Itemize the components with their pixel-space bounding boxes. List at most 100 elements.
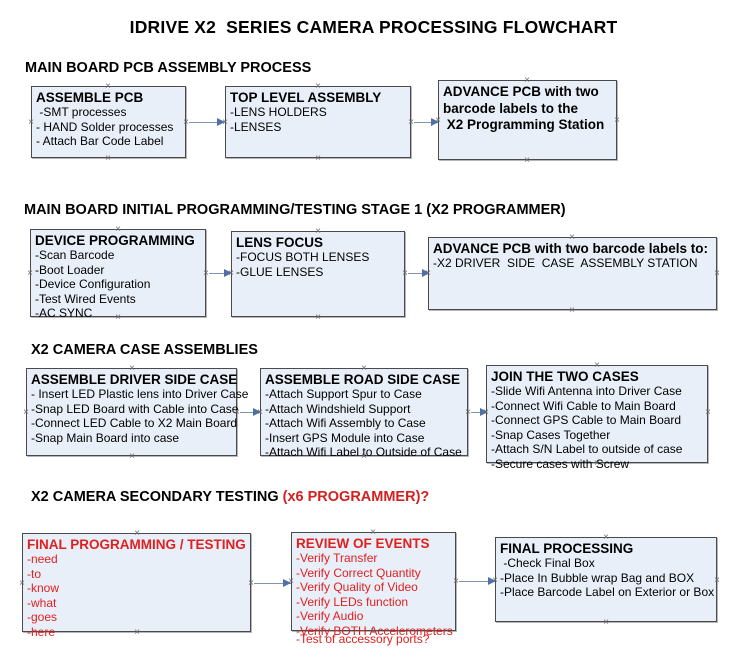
box-assemble-driver-side-case-title: ASSEMBLE DRIVER SIDE CASE bbox=[31, 372, 238, 387]
handle-top-level-assembly-left[interactable] bbox=[221, 118, 230, 127]
box-final-programming-testing[interactable]: FINAL PROGRAMMING / TESTING -need -to -k… bbox=[22, 533, 251, 639]
handle-assemble-road-side-case-bottom[interactable] bbox=[360, 452, 369, 461]
connector-device-programming-to-lens-focus bbox=[209, 273, 230, 274]
box-final-programming-testing-line-2: -to bbox=[27, 566, 42, 581]
handle-final-programming-testing-top[interactable] bbox=[133, 529, 142, 538]
handle-lens-focus-bottom[interactable] bbox=[314, 313, 323, 322]
box-advance-pcb-programming-station[interactable]: ADVANCE PCB with two barcode labels to t… bbox=[438, 80, 617, 160]
handle-assemble-pcb-bottom[interactable] bbox=[104, 154, 113, 163]
handle-final-processing-bottom[interactable] bbox=[602, 618, 611, 627]
box-assemble-driver-side-case-line-4: -Snap Main Board into case bbox=[31, 430, 180, 445]
box-assemble-driver-side-case-line-1: - Insert LED Plastic lens into Driver Ca… bbox=[31, 387, 249, 401]
handle-join-the-two-cases-right[interactable] bbox=[704, 408, 713, 417]
box-review-of-events-line-5: -Verify Audio bbox=[296, 609, 364, 623]
connector-final-programming-to-review-of-events bbox=[254, 583, 291, 584]
handle-advance-pcb-programming-station-left[interactable] bbox=[434, 116, 443, 125]
box-assemble-road-side-case-line-4: -Insert GPS Module into Case bbox=[265, 430, 425, 445]
connector-top-level-to-advance-pcb bbox=[414, 122, 438, 123]
box-assemble-pcb-line-3: - Attach Bar Code Label bbox=[36, 134, 164, 148]
handle-assemble-road-side-case-top[interactable] bbox=[360, 364, 369, 373]
box-assemble-pcb-line-1: -SMT processes bbox=[36, 105, 127, 119]
handle-advance-pcb-driver-side-right[interactable] bbox=[713, 269, 722, 278]
handle-assemble-road-side-case-left[interactable] bbox=[256, 408, 265, 417]
handle-advance-pcb-programming-station-top[interactable] bbox=[523, 76, 532, 85]
box-review-of-events-line-1: -Verify Transfer bbox=[296, 551, 378, 565]
section-heading-main-board-pcb-assembly: MAIN BOARD PCB ASSEMBLY PROCESS bbox=[25, 60, 312, 76]
box-assemble-driver-side-case[interactable]: ASSEMBLE DRIVER SIDE CASE - Insert LED P… bbox=[26, 368, 249, 456]
box-review-of-events[interactable]: REVIEW OF EVENTS -Verify Transfer -Verif… bbox=[291, 532, 456, 646]
handle-join-the-two-cases-bottom[interactable] bbox=[593, 459, 602, 468]
box-device-programming-line-5: -AC SYNC bbox=[35, 306, 93, 320]
handle-top-level-assembly-top[interactable] bbox=[314, 82, 323, 91]
section-heading-x2-camera-case-assemblies: X2 CAMERA CASE ASSEMBLIES bbox=[31, 342, 258, 358]
section-heading-x2-camera-secondary-testing-main: X2 CAMERA SECONDARY TESTING bbox=[31, 489, 283, 505]
handle-advance-pcb-programming-station-right[interactable] bbox=[613, 116, 622, 125]
box-review-of-events-line-4: -Verify LEDs function bbox=[296, 594, 409, 609]
box-device-programming-line-1: -Scan Barcode bbox=[35, 248, 115, 262]
handle-join-the-two-cases-top[interactable] bbox=[593, 361, 602, 370]
box-join-the-two-cases-title: JOIN THE TWO CASES bbox=[491, 369, 639, 384]
handle-final-processing-top[interactable] bbox=[602, 533, 611, 542]
box-assemble-road-side-case-line-3: -Attach Wifi Assembly to Case bbox=[265, 416, 426, 430]
handle-advance-pcb-driver-side-bottom[interactable] bbox=[568, 306, 577, 315]
handle-join-the-two-cases-left[interactable] bbox=[482, 408, 491, 417]
section-heading-x2-camera-secondary-testing-accent: (x6 PROGRAMMER)? bbox=[282, 489, 430, 505]
box-assemble-road-side-case-title: ASSEMBLE ROAD SIDE CASE bbox=[265, 372, 461, 387]
box-top-level-assembly-title: TOP LEVEL ASSEMBLY bbox=[230, 90, 382, 105]
handle-assemble-driver-side-case-left[interactable] bbox=[22, 408, 31, 417]
handle-lens-focus-left[interactable] bbox=[227, 269, 236, 278]
handle-device-programming-left[interactable] bbox=[26, 269, 35, 278]
handle-assemble-pcb-left[interactable] bbox=[27, 118, 36, 127]
box-advance-pcb-programming-station-title-2: barcode labels to the bbox=[443, 100, 579, 116]
handle-review-of-events-top[interactable] bbox=[369, 528, 378, 537]
box-final-programming-testing-line-4: -what bbox=[27, 595, 57, 610]
box-final-processing[interactable]: FINAL PROCESSING -Check Final Box -Place… bbox=[495, 537, 717, 622]
box-assemble-driver-side-case-line-2: -Snap LED Board with Cable into Case bbox=[31, 401, 239, 416]
box-top-level-assembly[interactable]: TOP LEVEL ASSEMBLY -LENS HOLDERS -LENSES bbox=[225, 86, 411, 158]
box-lens-focus-title: LENS FOCUS bbox=[236, 235, 324, 250]
handle-final-processing-right[interactable] bbox=[713, 576, 722, 585]
handle-final-processing-left[interactable] bbox=[491, 576, 500, 585]
connector-driver-side-to-road-side bbox=[240, 412, 260, 413]
box-final-programming-testing-line-6: -here bbox=[27, 624, 56, 639]
box-device-programming-line-2: -Boot Loader bbox=[35, 262, 105, 277]
handle-advance-pcb-driver-side-top[interactable] bbox=[568, 233, 577, 242]
box-device-programming-line-4: -Test Wired Events bbox=[35, 291, 136, 306]
box-join-the-two-cases-line-2: -Connect Wifi Cable to Main Board bbox=[491, 398, 676, 413]
box-final-processing-line-1: -Check Final Box bbox=[500, 556, 595, 570]
handle-assemble-driver-side-case-bottom[interactable] bbox=[128, 452, 137, 461]
box-top-level-assembly-line-2: -LENSES bbox=[230, 119, 282, 134]
box-assemble-driver-side-case-line-3: -Connect LED Cable to X2 Main Board bbox=[31, 416, 238, 430]
box-device-programming-title: DEVICE PROGRAMMING bbox=[35, 233, 195, 248]
page-title: IDRIVE X2 SERIES CAMERA PROCESSING FLOWC… bbox=[129, 17, 618, 37]
handle-device-programming-bottom[interactable] bbox=[114, 313, 123, 322]
box-join-the-two-cases[interactable]: JOIN THE TWO CASES -Slide Wifi Antenna i… bbox=[486, 365, 708, 471]
box-join-the-two-cases-line-6: -Secure cases with Screw bbox=[491, 456, 630, 471]
handle-lens-focus-top[interactable] bbox=[314, 227, 323, 236]
box-assemble-road-side-case-line-1: -Attach Support Spur to Case bbox=[265, 387, 422, 401]
box-assemble-pcb[interactable]: ASSEMBLE PCB -SMT processes - HAND Solde… bbox=[31, 86, 186, 158]
handle-advance-pcb-programming-station-bottom[interactable] bbox=[523, 156, 532, 165]
box-advance-pcb-driver-side-line-1: -X2 DRIVER SIDE CASE ASSEMBLY STATION bbox=[433, 256, 698, 270]
box-review-of-events-line-3: -Verify Quality of Video bbox=[296, 580, 418, 594]
handle-device-programming-top[interactable] bbox=[114, 225, 123, 234]
handle-advance-pcb-driver-side-left[interactable] bbox=[424, 269, 433, 278]
handle-assemble-pcb-top[interactable] bbox=[104, 82, 113, 91]
handle-review-of-events-bottom[interactable] bbox=[369, 627, 378, 636]
handle-review-of-events-left[interactable] bbox=[287, 577, 296, 586]
box-advance-pcb-driver-side[interactable]: ADVANCE PCB with two barcode labels to: … bbox=[428, 237, 717, 310]
box-assemble-road-side-case[interactable]: ASSEMBLE ROAD SIDE CASE -Attach Support … bbox=[260, 368, 468, 459]
handle-final-programming-testing-bottom[interactable] bbox=[133, 628, 142, 637]
box-final-processing-title: FINAL PROCESSING bbox=[500, 541, 634, 556]
box-join-the-two-cases-line-1: -Slide Wifi Antenna into Driver Case bbox=[491, 384, 682, 398]
box-device-programming[interactable]: DEVICE PROGRAMMING -Scan Barcode -Boot L… bbox=[30, 229, 206, 320]
handle-top-level-assembly-bottom[interactable] bbox=[314, 154, 323, 163]
handle-assemble-driver-side-case-top[interactable] bbox=[128, 364, 137, 373]
box-lens-focus-line-1: -FOCUS BOTH LENSES bbox=[236, 250, 370, 264]
box-review-of-events-line-6: -Verify BOTH Accelerometers bbox=[296, 623, 453, 638]
box-lens-focus[interactable]: LENS FOCUS -FOCUS BOTH LENSES -GLUE LENS… bbox=[231, 231, 405, 317]
box-join-the-two-cases-line-3: -Connect GPS Cable to Main Board bbox=[491, 413, 682, 427]
box-device-programming-line-3: -Device Configuration bbox=[35, 277, 151, 291]
handle-final-programming-testing-left[interactable] bbox=[18, 579, 27, 588]
box-lens-focus-line-2: -GLUE LENSES bbox=[236, 264, 324, 279]
